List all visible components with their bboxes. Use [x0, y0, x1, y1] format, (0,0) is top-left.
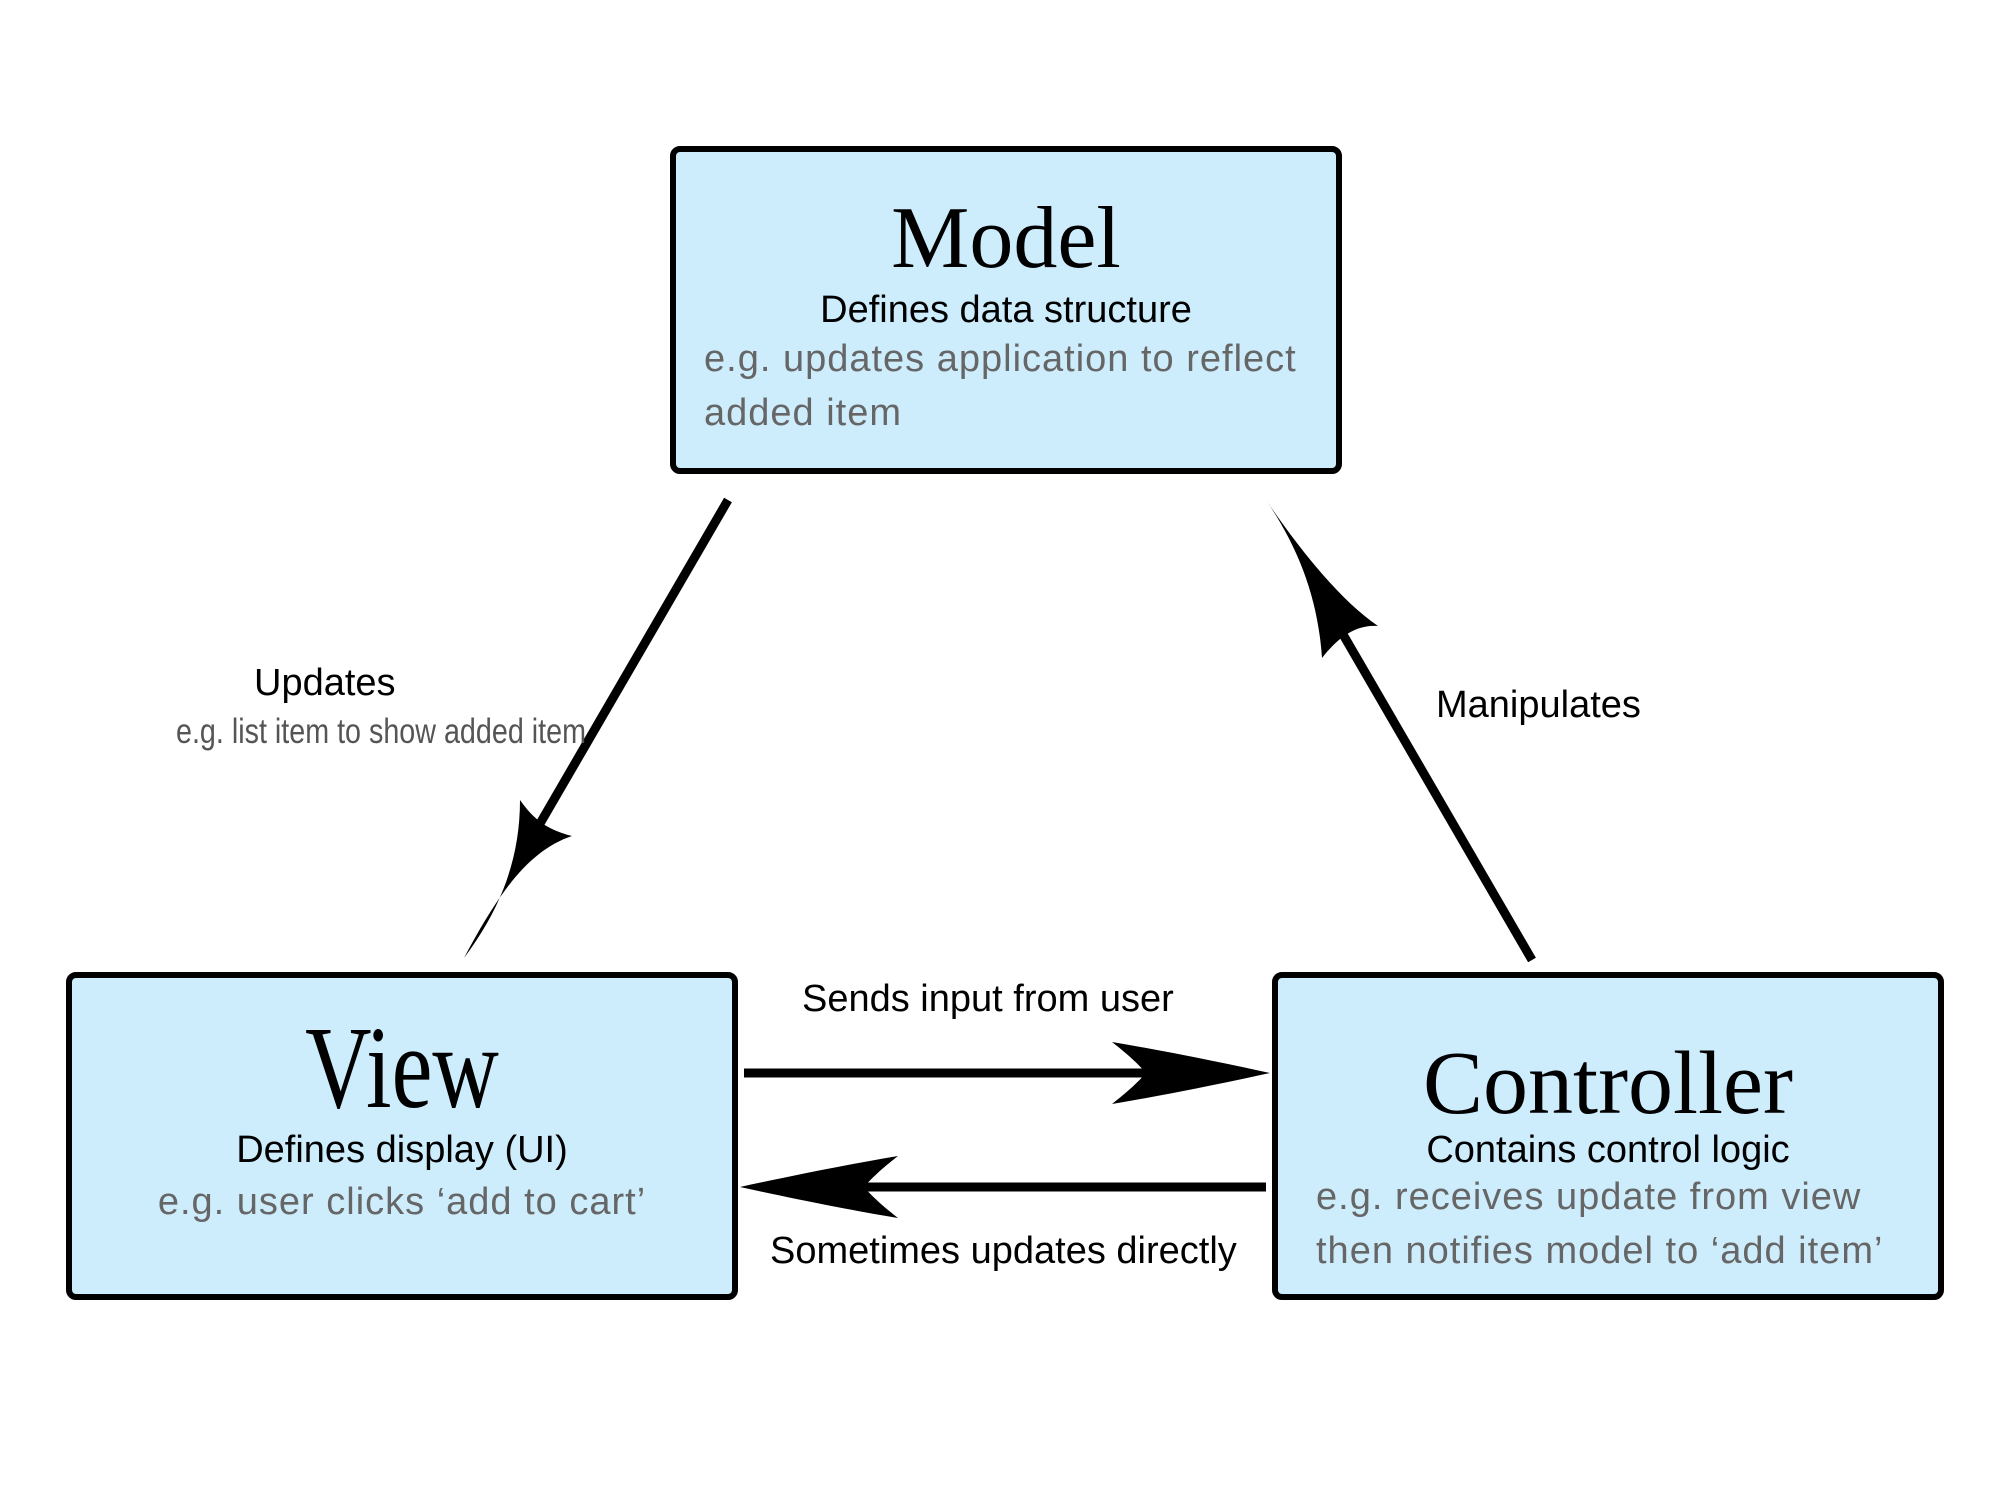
view-box: View Defines display (UI) e.g. user clic…	[66, 972, 738, 1300]
controller-example: e.g. receives update from view then noti…	[1316, 1176, 1884, 1272]
view-title: View	[305, 1002, 499, 1133]
arrow-controller-to-model	[1266, 500, 1536, 963]
model-title: Model	[891, 190, 1121, 287]
arrow-view-to-controller	[744, 1042, 1270, 1104]
edge-label-manipulates: Manipulates	[1436, 684, 1641, 726]
arrow-model-to-view	[464, 497, 732, 958]
edge-example-updates: e.g. list item to show added item	[176, 712, 586, 751]
controller-box: Controller Contains control logic e.g. r…	[1272, 972, 1944, 1300]
model-box: Model Defines data structure e.g. update…	[670, 146, 1342, 474]
edge-label-sometimes-updates: Sometimes updates directly	[770, 1230, 1237, 1272]
edge-label-updates: Updates	[254, 662, 396, 704]
model-subtitle: Defines data structure	[820, 289, 1192, 331]
view-subtitle: Defines display (UI)	[236, 1129, 568, 1171]
controller-subtitle: Contains control logic	[1426, 1129, 1790, 1171]
model-example: e.g. updates application to reflect adde…	[704, 338, 1297, 434]
view-example: e.g. user clicks ‘add to cart’	[157, 1181, 647, 1223]
arrow-controller-to-view	[740, 1156, 1266, 1218]
edge-label-sends-input: Sends input from user	[802, 978, 1174, 1020]
controller-title: Controller	[1423, 1034, 1793, 1133]
